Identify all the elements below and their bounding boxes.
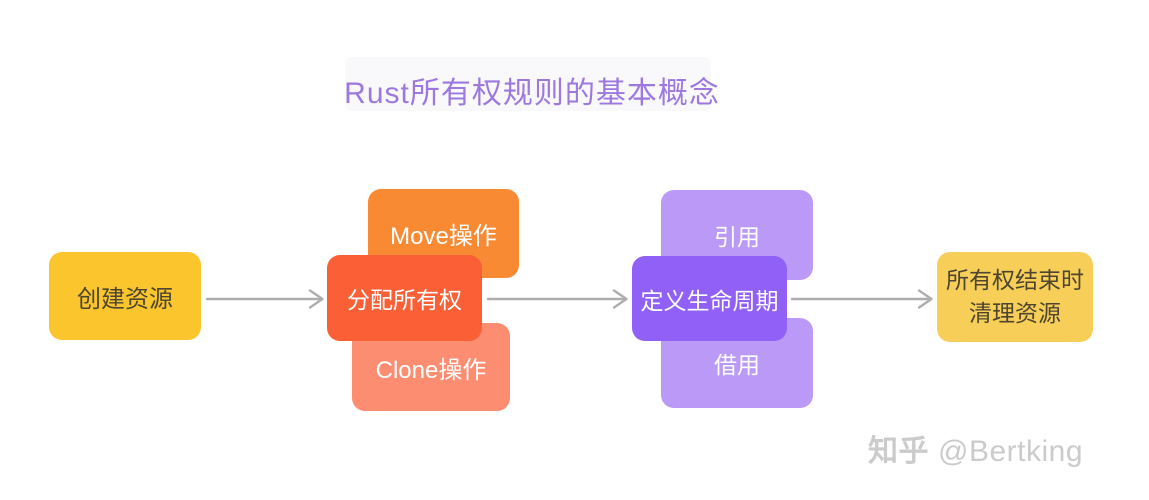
node-define-lifetime: 定义生命周期 bbox=[632, 256, 787, 341]
node-assign-ownership: 分配所有权 bbox=[327, 255, 482, 341]
watermark-handle: @Bertking bbox=[938, 435, 1084, 468]
node-cleanup-resource-line2: 清理资源 bbox=[969, 300, 1061, 326]
node-clone-operation-label: Clone操作 bbox=[375, 356, 487, 384]
node-create-resource-label: 创建资源 bbox=[77, 285, 173, 313]
arrow-lifetime-to-cleanup bbox=[790, 289, 933, 309]
title-backdrop bbox=[345, 57, 711, 111]
watermark: 知乎 @Bertking bbox=[868, 426, 1083, 470]
node-borrow-label: 借用 bbox=[714, 352, 760, 378]
node-define-lifetime-label: 定义生命周期 bbox=[640, 287, 779, 314]
node-assign-ownership-label: 分配所有权 bbox=[347, 287, 462, 313]
arrow-assign-to-lifetime bbox=[486, 289, 628, 309]
node-create-resource: 创建资源 bbox=[49, 252, 201, 340]
diagram-title: Rust所有权规则的基本概念 bbox=[344, 77, 720, 110]
node-move-operation-label: Move操作 bbox=[390, 223, 497, 250]
node-reference-label: 引用 bbox=[714, 224, 760, 250]
node-cleanup-resource-line1: 所有权结束时 bbox=[946, 267, 1084, 293]
node-cleanup-resource: 所有权结束时 清理资源 bbox=[937, 252, 1093, 342]
arrow-create-to-assign bbox=[205, 289, 324, 309]
zhihu-logo-text: 知乎 bbox=[868, 435, 929, 468]
